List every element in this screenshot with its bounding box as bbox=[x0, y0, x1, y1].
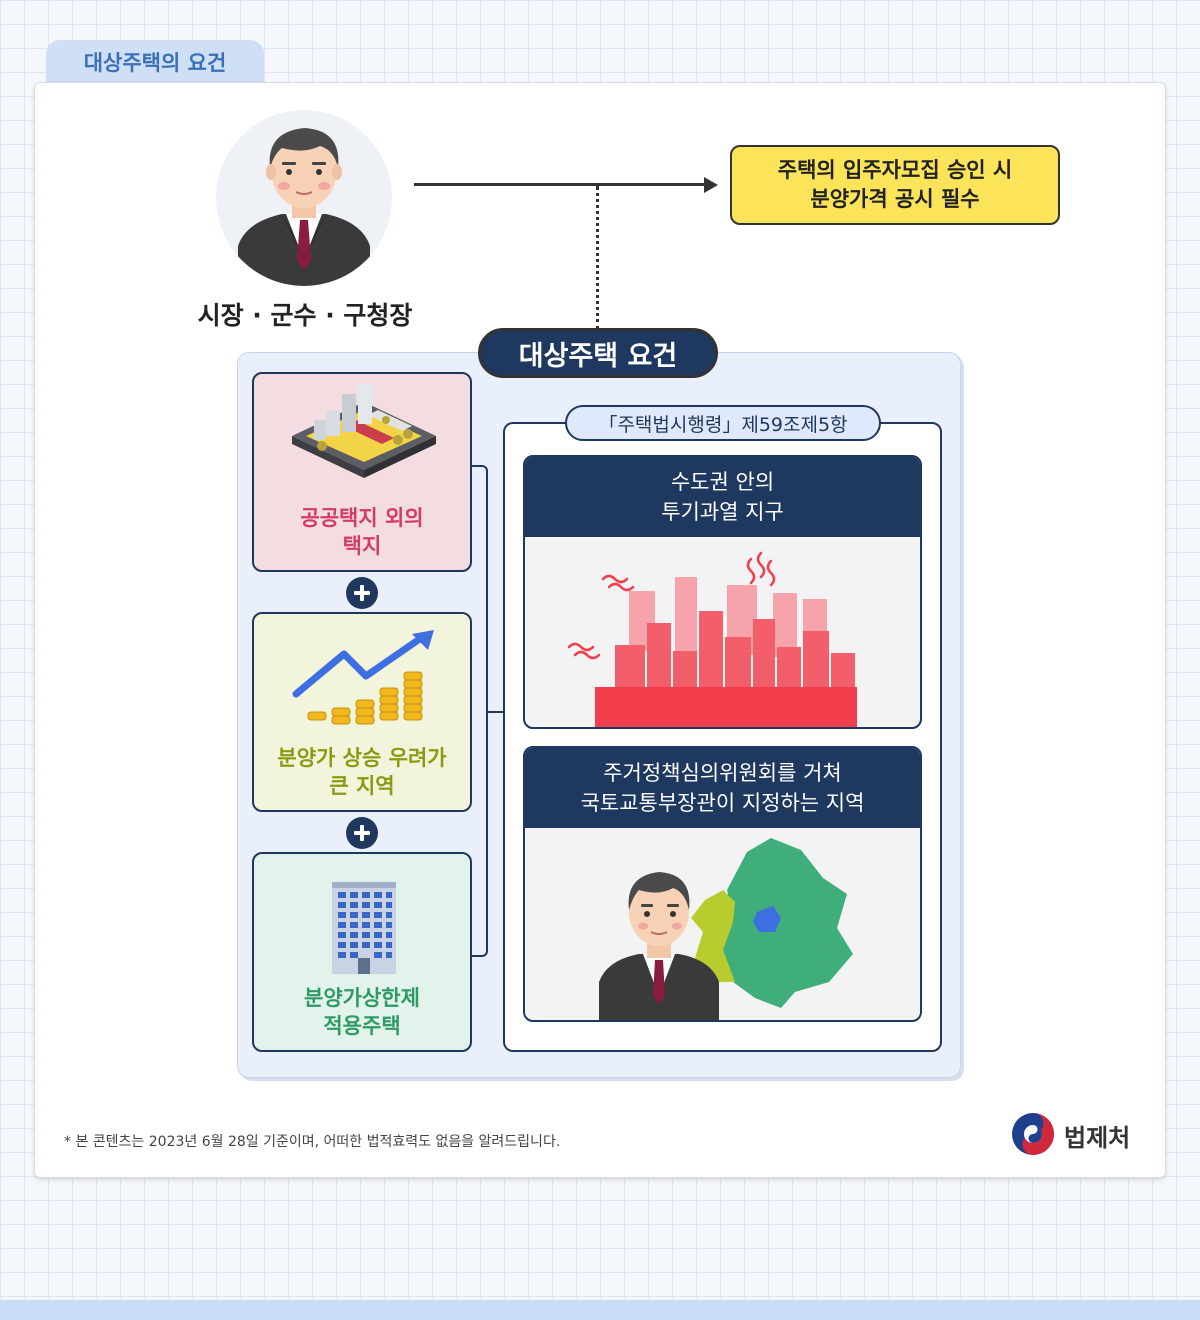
footnote: * 본 콘텐츠는 2023년 6월 28일 기준이며, 어떠한 법적효력도 없음… bbox=[64, 1134, 561, 1150]
mayor-avatar bbox=[216, 110, 392, 286]
condition-label: 분양가 상승 우려가 큰 지역 bbox=[254, 744, 470, 800]
condition-line1: 분양가상한제 bbox=[304, 986, 420, 1010]
plus-icon bbox=[346, 817, 378, 849]
condition-label: 분양가상한제 적용주택 bbox=[254, 984, 470, 1040]
notice-box: 주택의 입주자모집 승인 시 분양가격 공시 필수 bbox=[730, 145, 1060, 225]
arrow-right-icon bbox=[704, 177, 718, 193]
city-block-icon bbox=[292, 384, 436, 478]
condition-line2: 큰 지역 bbox=[329, 774, 395, 798]
overheated-city-icon bbox=[567, 551, 857, 727]
official-person-icon bbox=[238, 128, 370, 286]
condition-price-rise: 분양가 상승 우려가 큰 지역 bbox=[252, 612, 472, 812]
condition-line1: 공공택지 외의 bbox=[300, 506, 424, 530]
area-line2: 투기과열 지구 bbox=[661, 500, 784, 524]
apartment-building-icon bbox=[332, 882, 396, 974]
area-header: 수도권 안의 투기과열 지구 bbox=[525, 457, 920, 537]
bracket-connector bbox=[472, 465, 488, 957]
bottom-band bbox=[0, 1300, 1200, 1320]
condition-price-cap-housing: 분양가상한제 적용주택 bbox=[252, 852, 472, 1052]
arrow-line bbox=[414, 183, 706, 186]
rising-coins-icon bbox=[292, 630, 434, 725]
panel-title: 대상주택 요건 bbox=[478, 328, 718, 378]
notice-line1: 주택의 입주자모집 승인 시 bbox=[777, 158, 1013, 182]
condition-line2: 택지 bbox=[342, 534, 382, 558]
dotted-connector bbox=[596, 186, 599, 330]
minister-map-icon bbox=[599, 838, 853, 1020]
condition-line1: 분양가 상승 우려가 bbox=[277, 746, 447, 770]
notice-line2: 분양가격 공시 필수 bbox=[810, 187, 980, 211]
area-line1: 주거정책심의위원회를 거쳐 bbox=[603, 761, 842, 785]
area-line2: 국토교통부장관이 지정하는 지역 bbox=[580, 791, 865, 815]
logo-label: 법제처 bbox=[1064, 1124, 1131, 1152]
taegeuk-logo-icon bbox=[1012, 1113, 1054, 1155]
condition-line2: 적용주택 bbox=[323, 1014, 401, 1038]
law-reference-tag: 「주택법시행령」제59조제5항 bbox=[565, 405, 881, 441]
plus-icon bbox=[346, 577, 378, 609]
area-line1: 수도권 안의 bbox=[670, 470, 775, 494]
condition-label: 공공택지 외의 택지 bbox=[254, 504, 470, 560]
area-header: 주거정책심의위원회를 거쳐 국토교통부장관이 지정하는 지역 bbox=[525, 748, 920, 828]
mayor-label: 시장 · 군수 · 구청장 bbox=[197, 301, 413, 330]
area-ministry-designated: 주거정책심의위원회를 거쳐 국토교통부장관이 지정하는 지역 bbox=[523, 746, 922, 1022]
bracket-connector-line bbox=[488, 711, 504, 713]
header-tab: 대상주택의 요건 bbox=[46, 40, 264, 84]
area-speculation-zone: 수도권 안의 투기과열 지구 bbox=[523, 455, 922, 729]
condition-private-land: 공공택지 외의 택지 bbox=[252, 372, 472, 572]
